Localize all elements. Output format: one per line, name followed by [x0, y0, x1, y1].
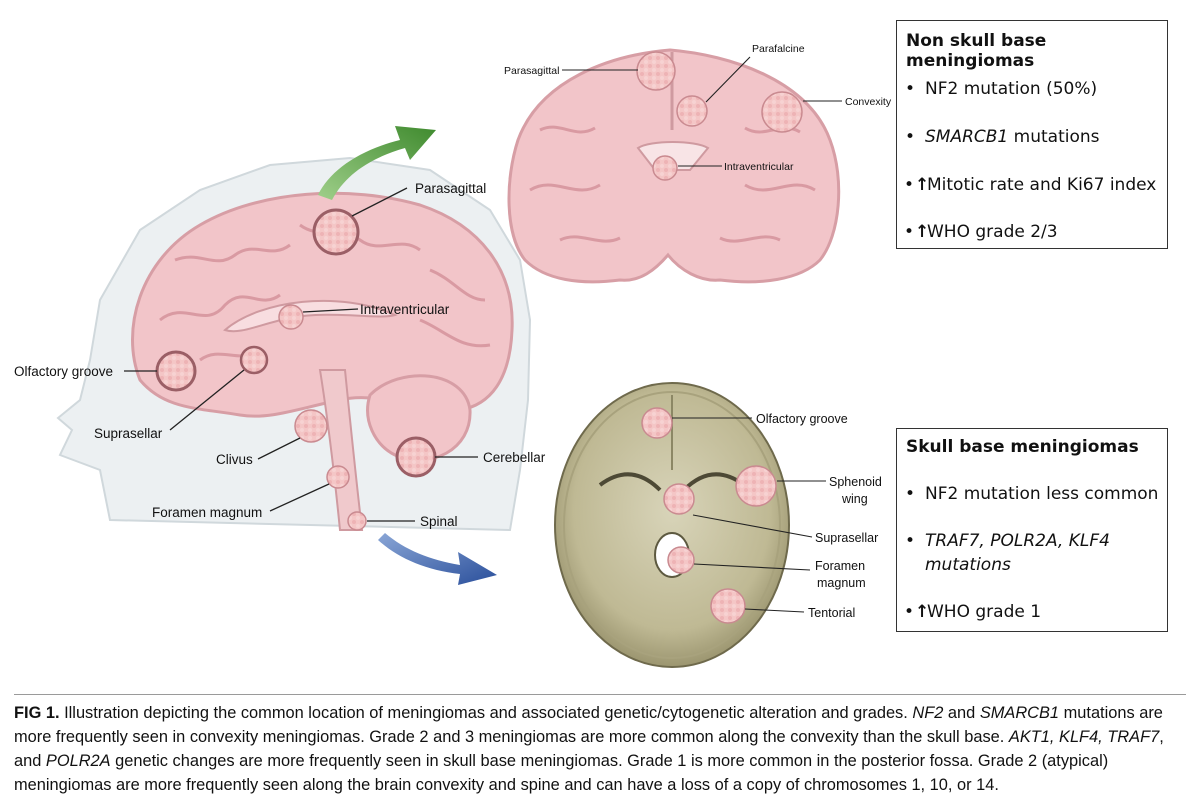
tumor-skull-sphenoid-wing	[735, 465, 777, 507]
label-cor-parasagittal: Parasagittal	[504, 65, 559, 77]
non-skull-base-title: Non skull base meningiomas	[906, 31, 1047, 71]
list-item: •TRAF7, POLR2A, KLF4	[905, 531, 1110, 551]
tumor-coronal-convexity	[761, 91, 803, 133]
brainstem	[318, 369, 364, 531]
tumor-suprasellar	[239, 345, 269, 375]
label-skull-olfactory-groove: Olfactory groove	[756, 412, 848, 426]
list-item: •SMARCB1 mutations	[905, 127, 1100, 147]
label-skull-magnum: magnum	[817, 576, 866, 590]
label-skull-wing: wing	[841, 492, 868, 506]
caption-label: FIG 1.	[14, 704, 60, 722]
tumor-foramen-magnum	[326, 465, 350, 489]
tumor-coronal-intraventricular	[652, 155, 678, 181]
up-arrow-icon: ↑	[915, 602, 930, 622]
label-sag-foramen-magnum: Foramen magnum	[152, 505, 262, 520]
list-item: •↑WHO grade 2/3	[904, 222, 1058, 242]
tumor-skull-foramen-magnum	[667, 546, 695, 574]
blue-curved-arrow	[378, 533, 497, 585]
list-item: mutations	[925, 555, 1011, 575]
label-sag-suprasellar: Suprasellar	[94, 426, 163, 441]
tumor-coronal-parasagittal	[636, 51, 676, 91]
corpus-callosum	[223, 299, 398, 333]
up-arrow-icon: ↑	[915, 222, 930, 242]
label-cor-parafalcine: Parafalcine	[752, 43, 805, 55]
list-item: •↑WHO grade 1	[904, 602, 1042, 622]
skull-base-illustration: Olfactory groove Sphenoid wing Suprasell…	[554, 382, 882, 668]
label-skull-suprasellar: Suprasellar	[815, 531, 878, 545]
label-sag-cerebellar: Cerebellar	[483, 450, 546, 465]
list-item: •↑Mitotic rate and Ki67 index	[904, 175, 1157, 195]
up-arrow-icon: ↑	[915, 175, 930, 195]
cerebellum	[366, 374, 472, 462]
skull-base-title: Skull base meningiomas	[906, 437, 1139, 457]
list-item: •NF2 mutation (50%)	[905, 79, 1098, 99]
skull-base-box: Skull base meningiomas •NF2 mutation les…	[896, 428, 1168, 632]
tumor-coronal-parafalcine	[676, 95, 708, 127]
label-cor-intraventricular: Intraventricular	[724, 161, 794, 173]
figure-caption: FIG 1. Illustration depicting the common…	[14, 694, 1186, 797]
sagittal-brain-illustration: Parasagittal Intraventricular Olfactory …	[14, 156, 546, 532]
tumor-olfactory-groove	[155, 350, 197, 392]
tumor-intraventricular	[278, 304, 304, 330]
label-skull-tentorial: Tentorial	[808, 606, 855, 620]
green-curved-arrow	[318, 126, 436, 200]
tumor-skull-suprasellar	[663, 483, 695, 515]
label-sag-spinal: Spinal	[420, 514, 458, 529]
figure-panel: Parasagittal Intraventricular Olfactory …	[14, 20, 1168, 668]
label-skull-sphenoid: Sphenoid	[829, 475, 882, 489]
label-sag-clivus: Clivus	[216, 452, 253, 467]
coronal-brain-illustration: Parasagittal Parafalcine Convexity Intra…	[504, 43, 892, 284]
label-sag-intraventricular: Intraventricular	[360, 302, 450, 317]
list-item: •NF2 mutation less common	[905, 484, 1159, 504]
tumor-spinal	[347, 511, 367, 531]
label-skull-foramen: Foramen	[815, 559, 865, 573]
non-skull-base-box: Non skull base meningiomas •NF2 mutation…	[896, 20, 1168, 249]
tumor-cerebellar	[395, 436, 437, 478]
tumor-skull-olfactory-groove	[641, 407, 673, 439]
label-sag-parasagittal: Parasagittal	[415, 181, 486, 196]
tumor-clivus	[294, 409, 328, 443]
tumor-skull-tentorial	[710, 588, 746, 624]
label-cor-convexity: Convexity	[845, 96, 892, 108]
tumor-parasagittal	[312, 208, 360, 256]
label-sag-olfactory-groove: Olfactory groove	[14, 364, 113, 379]
